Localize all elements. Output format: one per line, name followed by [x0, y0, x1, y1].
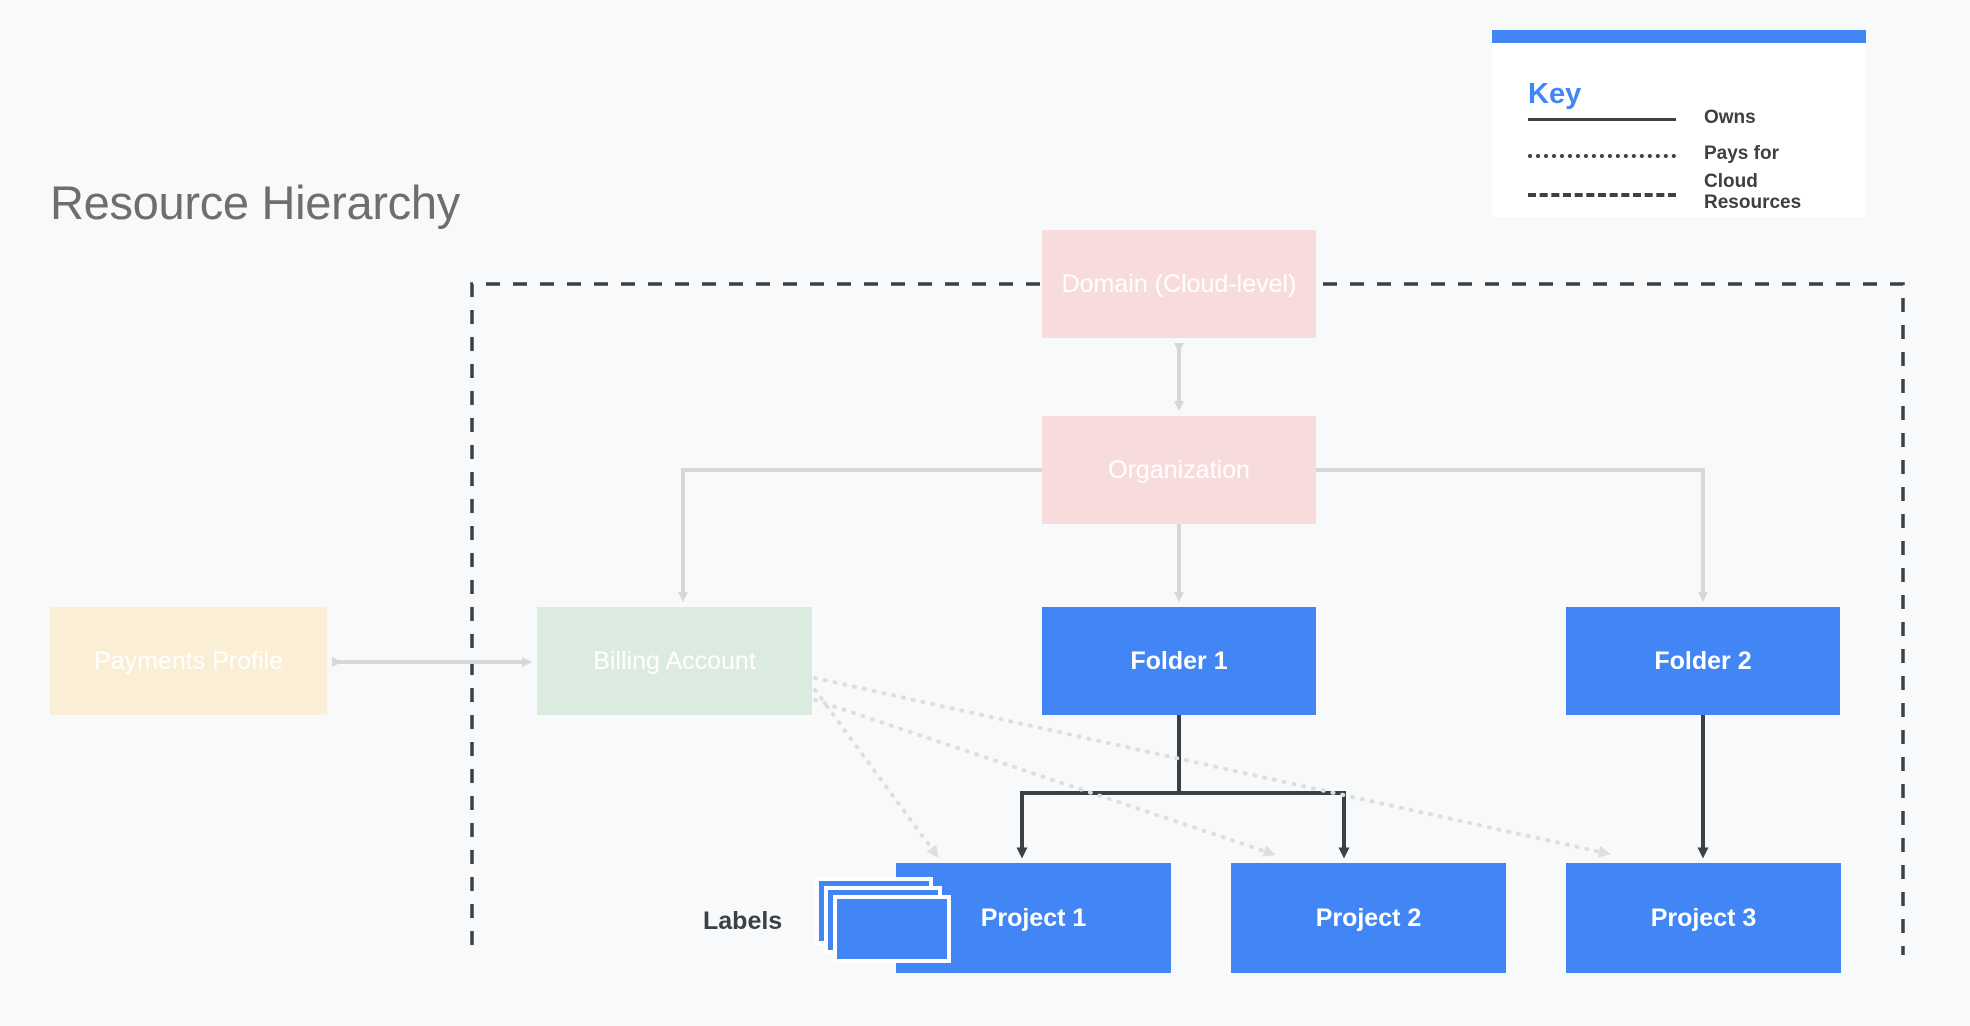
key-title: Key — [1528, 78, 1582, 110]
edge-organization-billing-account — [678, 468, 1042, 602]
node-billing-account-label: Billing Account — [593, 647, 756, 675]
key-accent-bar — [1492, 30, 1866, 43]
node-folder-2[interactable]: Folder 2 — [1566, 607, 1840, 715]
key-sample-owns — [1528, 118, 1676, 121]
key-legend-panel: Key Owns Pays for Cloud Resources — [1492, 30, 1866, 217]
node-payments-profile-label: Payments Profile — [94, 647, 283, 675]
node-project-1-label: Project 1 — [980, 904, 1087, 932]
node-billing-account[interactable]: Billing Account — [537, 607, 812, 715]
node-domain[interactable]: Domain (Cloud-level) — [1042, 230, 1316, 338]
node-project-3-label: Project 3 — [1650, 904, 1757, 932]
stacked-cards-icon — [815, 877, 951, 963]
node-project-2-label: Project 2 — [1315, 904, 1422, 932]
node-domain-label: Domain (Cloud-level) — [1061, 270, 1297, 298]
node-folder-1[interactable]: Folder 1 — [1042, 607, 1316, 715]
node-project-1[interactable]: Project 1 — [896, 863, 1171, 973]
key-sample-cloud-resources — [1528, 193, 1676, 197]
key-sample-pays-for — [1528, 154, 1676, 158]
key-label-owns: Owns — [1704, 107, 1756, 128]
labels-group-label: Labels — [703, 907, 783, 935]
node-organization[interactable]: Organization — [1042, 416, 1316, 524]
node-folder-1-label: Folder 1 — [1130, 647, 1228, 675]
page-title: Resource Hierarchy — [50, 176, 460, 229]
edge-folder-1-projects — [1016, 715, 1350, 859]
edge-organization-folder-2 — [1316, 468, 1708, 602]
node-project-2[interactable]: Project 2 — [1231, 863, 1506, 973]
key-label-cloud-resources: Cloud Resources — [1704, 171, 1802, 213]
node-organization-label: Organization — [1108, 456, 1250, 484]
node-payments-profile[interactable]: Payments Profile — [50, 607, 327, 715]
stacked-card-front — [833, 895, 951, 963]
node-folder-2-label: Folder 2 — [1654, 647, 1752, 675]
node-project-3[interactable]: Project 3 — [1566, 863, 1841, 973]
key-label-pays-for: Pays for — [1704, 143, 1779, 164]
